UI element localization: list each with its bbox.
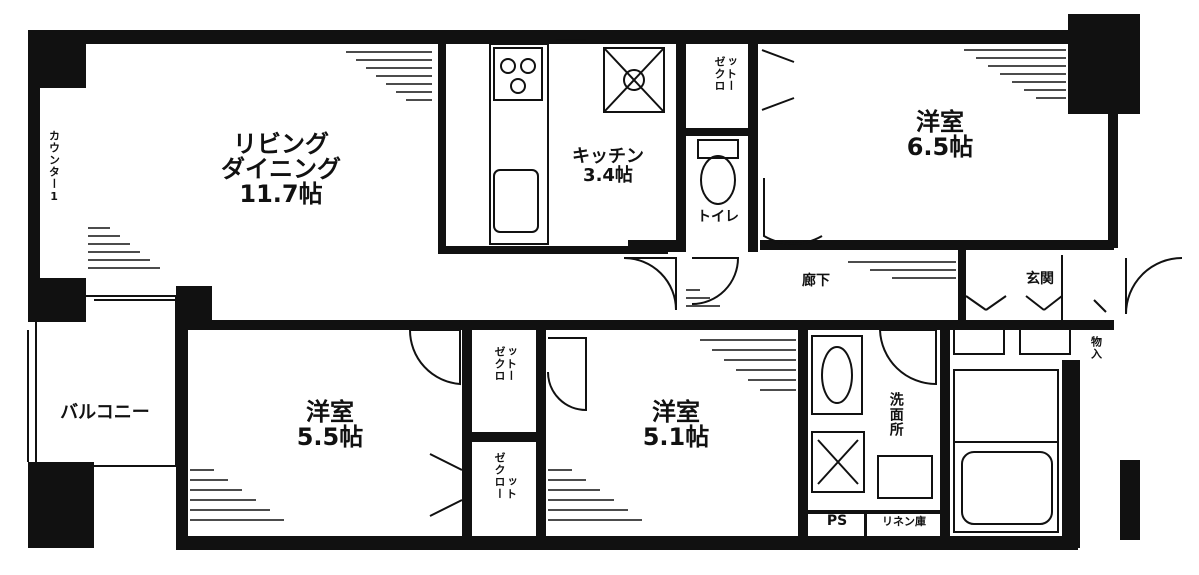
closet-low-line2: ット (504, 476, 518, 500)
ps-label: PS (826, 513, 848, 529)
linen-label: リネン庫 (882, 515, 926, 528)
counter-label: カウンター1 (47, 130, 61, 204)
western-room-sc-label: 洋室 5.1帖 (616, 398, 736, 452)
toilet-fixture (697, 139, 739, 205)
kitchen-area: 3.4帖 (583, 164, 633, 186)
windows (27, 98, 1113, 500)
floor-hatching (88, 39, 1066, 521)
door-swings (408, 49, 1183, 517)
kitchen-name: キッチン (572, 146, 644, 167)
hall-label: 廊下 (802, 273, 830, 289)
western-ne-area: 6.5帖 (906, 133, 974, 162)
living-area: 11.7帖 (239, 180, 323, 209)
entrance-label: 玄関 (1026, 271, 1054, 287)
closet-top-line1: ゼクロ (713, 56, 726, 92)
outer-walls (28, 14, 1140, 550)
closet-mid-line1: ゼクロ (493, 346, 506, 382)
western-room-ne-label: 洋室 6.5帖 (880, 108, 1000, 162)
kitchen-fixtures (489, 43, 665, 245)
closet-low-line1: ゼクロー (493, 452, 506, 500)
closet-low-label: ゼクローット (480, 452, 530, 503)
washroom-label: 洗面所 (887, 392, 904, 437)
balcony-outline (35, 295, 177, 467)
closet-top-line2: ットー (724, 56, 738, 92)
toilet-label: トイレ (697, 209, 739, 225)
western-sc-area: 5.1帖 (642, 423, 710, 452)
western-ne-name: 洋室 (916, 108, 964, 136)
living-line2: ダイニング (221, 155, 341, 184)
bath-fixtures (811, 327, 1071, 533)
storage-label: 物入 (1089, 336, 1103, 360)
balcony-label: バルコニー (60, 402, 150, 423)
western-sw-area: 5.5帖 (296, 423, 364, 452)
closet-top-label: ゼクロットー (702, 56, 748, 95)
kitchen-label: キッチン 3.4帖 (548, 146, 668, 186)
closet-mid-line2: ットー (504, 346, 518, 382)
western-sc-name: 洋室 (652, 398, 700, 426)
western-sw-name: 洋室 (306, 398, 354, 426)
living-line1: リビング (233, 130, 329, 158)
closet-mid-label: ゼクロットー (480, 346, 530, 385)
living-dining-label: リビング ダイニング 11.7帖 (196, 130, 366, 209)
western-room-sw-label: 洋室 5.5帖 (270, 398, 390, 452)
interior-walls (186, 42, 1114, 538)
